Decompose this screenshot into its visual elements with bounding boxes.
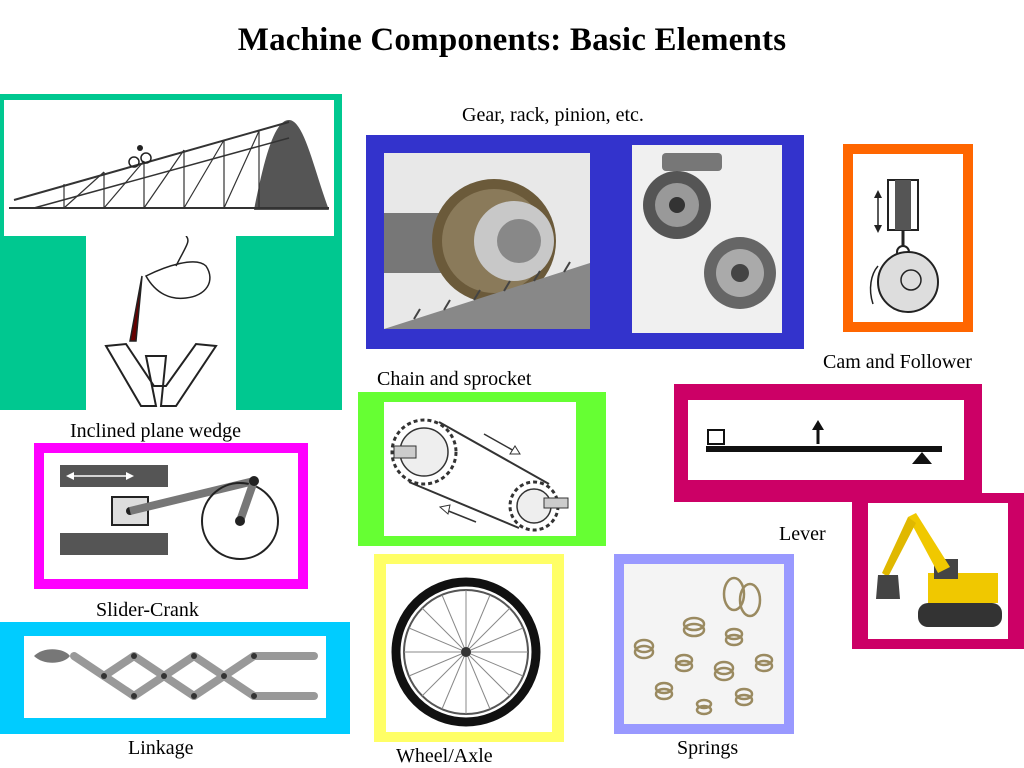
chain-sprocket-image: [384, 402, 576, 536]
slide-title: Machine Components: Basic Elements: [237, 22, 787, 58]
linkage-image: [24, 636, 326, 718]
cam-follower-image: [853, 154, 963, 322]
excavator-panel: [852, 493, 1024, 649]
caption-cam: Cam and Follower: [823, 351, 972, 373]
linkage-panel: [0, 622, 350, 734]
excavator-image: [868, 503, 1008, 639]
cam-panel: [843, 144, 973, 332]
caption-springs: Springs: [677, 737, 739, 759]
slider-crank-panel: [34, 443, 308, 589]
caption-chain: Chain and sprocket: [377, 368, 532, 390]
inclined-plane-image: [4, 100, 334, 236]
springs-panel: [614, 554, 794, 734]
chain-panel: [358, 392, 606, 546]
springs-image: [624, 564, 784, 724]
caption-inclined-plane: Inclined plane wedge: [70, 420, 242, 442]
caption-lever: Lever: [779, 523, 826, 545]
gear-panel: [366, 135, 804, 349]
caption-slider-crank: Slider-Crank: [96, 599, 199, 621]
inclined-plane-panel: [0, 94, 342, 410]
worm-gear-image: [632, 145, 782, 333]
lever-panel: [674, 384, 982, 502]
slider-crank-image: [44, 453, 298, 579]
wheel-image: [386, 564, 552, 732]
lever-image: [688, 400, 964, 480]
rack-and-pinion-image: [384, 153, 590, 329]
wedge-image: [86, 236, 236, 410]
caption-gear: Gear, rack, pinion, etc.: [462, 104, 644, 126]
wheel-panel: [374, 554, 564, 742]
caption-linkage: Linkage: [128, 737, 194, 759]
caption-wheel: Wheel/Axle: [396, 745, 493, 767]
